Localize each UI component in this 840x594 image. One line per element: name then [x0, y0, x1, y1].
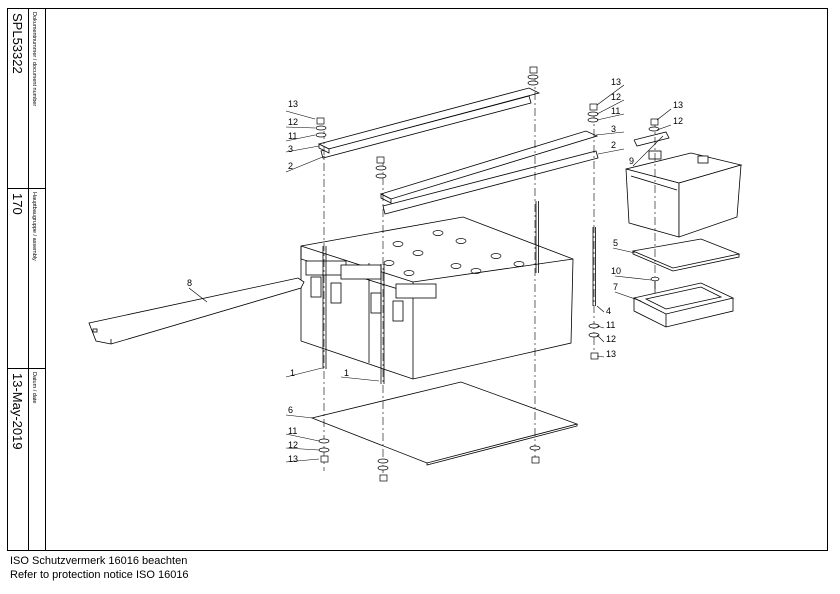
protection-notice-en: Refer to protection notice ISO 16016 — [10, 569, 189, 581]
callout-4: 4 — [606, 306, 611, 316]
callout-13: 13 — [288, 99, 298, 109]
clamp-bar-lower — [379, 130, 599, 215]
callout-12: 12 — [288, 117, 298, 127]
callout-2: 2 — [611, 140, 616, 150]
leader-lines — [188, 84, 672, 463]
assembly-label: Hauptbaugruppe / assembly — [31, 192, 37, 261]
callout-13: 13 — [288, 454, 298, 464]
title-block: SPL53322 Dokumentnummer / document numbe… — [8, 9, 46, 550]
exploded-assembly-drawing: 13 12 11 3 2 13 12 11 3 2 13 12 9 5 10 7… — [88, 66, 743, 482]
date-value: 13-May-2019 — [10, 373, 25, 450]
small-battery — [625, 131, 743, 238]
callout-2: 2 — [288, 161, 293, 171]
protection-notice-de: ISO Schutzvermerk 16016 beachten — [10, 555, 188, 567]
callout-3: 3 — [288, 144, 293, 154]
callout-11: 11 — [288, 131, 297, 141]
battery-tray — [632, 282, 735, 328]
base-plate — [310, 381, 579, 464]
battery-block — [300, 216, 574, 380]
callout-11: 11 — [288, 426, 297, 436]
document-number: SPL53322 — [10, 13, 25, 74]
clamp-bar-upper — [317, 87, 541, 159]
drawing-frame: SPL53322 Dokumentnummer / document numbe… — [7, 8, 828, 551]
callout-12: 12 — [288, 440, 298, 450]
callouts: 13 12 11 3 2 13 12 11 3 2 13 12 9 5 10 7… — [187, 77, 683, 464]
callout-13: 13 — [606, 349, 616, 359]
hold-down-rods — [322, 201, 596, 384]
document-number-label: Dokumentnummer / document number — [31, 12, 37, 107]
callout-9: 9 — [629, 156, 634, 166]
callout-1: 1 — [290, 368, 295, 378]
callout-11: 11 — [611, 106, 620, 116]
battery-caps — [383, 230, 525, 276]
date-label: Datum / date — [31, 372, 37, 404]
assembly-cell: 170 Hauptbaugruppe / assembly — [8, 189, 45, 369]
assembly-number: 170 — [10, 193, 25, 215]
callout-12: 12 — [606, 334, 616, 344]
callout-12: 12 — [673, 116, 683, 126]
callout-13: 13 — [673, 100, 683, 110]
callout-6: 6 — [288, 405, 293, 415]
callout-5: 5 — [613, 238, 618, 248]
callout-3: 3 — [611, 124, 616, 134]
mat — [631, 238, 741, 269]
callout-7: 7 — [613, 282, 618, 292]
center-lines — [323, 76, 656, 476]
document-number-cell: SPL53322 Dokumentnummer / document numbe… — [8, 9, 45, 189]
callout-12: 12 — [611, 92, 621, 102]
callout-1: 1 — [344, 368, 349, 378]
callout-10: 10 — [611, 266, 621, 276]
date-cell: 13-May-2019 Datum / date — [8, 369, 45, 550]
callout-11: 11 — [606, 320, 615, 330]
callout-8: 8 — [187, 278, 192, 288]
callout-13: 13 — [611, 77, 621, 87]
support-arm — [88, 277, 305, 345]
